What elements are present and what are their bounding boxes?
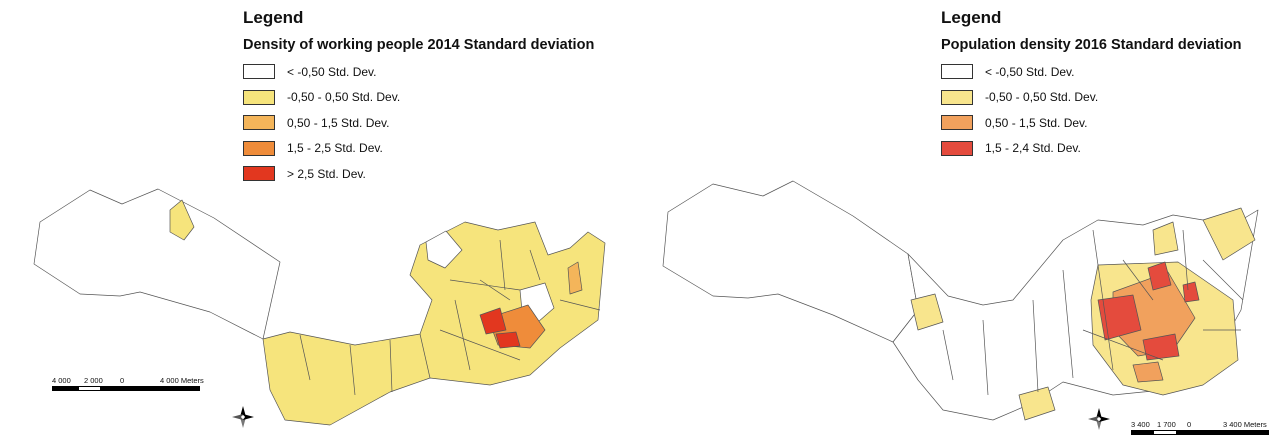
scale-tick-label: 4 000 Meters <box>160 376 204 385</box>
scale-bar-ticks: 4 000 2 000 0 4 000 Meters <box>52 376 204 386</box>
legend-item-label: < -0,50 Std. Dev. <box>985 64 1075 79</box>
legend-swatch <box>243 115 275 131</box>
district-northeast-yellow <box>1202 207 1256 261</box>
district-red-north <box>1147 261 1172 291</box>
scale-tick-label: 2 000 <box>84 376 103 385</box>
legend-item: 0,50 - 1,5 Std. Dev. <box>941 110 1242 136</box>
legend-item-label: 1,5 - 2,4 Std. Dev. <box>985 141 1081 156</box>
legend-item: 1,5 - 2,4 Std. Dev. <box>941 136 1242 162</box>
legend-item-label: 1,5 - 2,5 Std. Dev. <box>287 141 383 156</box>
district-orange-east <box>567 261 583 295</box>
legend-item: > 2,5 Std. Dev. <box>243 161 594 187</box>
scale-tick-label: 3 400 <box>1131 420 1150 429</box>
legend-item: -0,50 - 0,50 Std. Dev. <box>941 85 1242 111</box>
scale-bar-graphic <box>52 386 200 391</box>
legend-item-label: 0,50 - 1,5 Std. Dev. <box>985 115 1088 130</box>
legend-item-label: > 2,5 Std. Dev. <box>287 166 366 181</box>
scale-tick-label: 1 700 <box>1157 420 1176 429</box>
legend-item: 0,50 - 1,5 Std. Dev. <box>243 110 594 136</box>
district-red-west <box>1097 294 1142 341</box>
legend-item-label: < -0,50 Std. Dev. <box>287 64 377 79</box>
legend-swatch <box>243 89 275 105</box>
district-boundaries <box>299 239 601 396</box>
legend-item: < -0,50 Std. Dev. <box>243 59 594 85</box>
scale-tick-label: 0 <box>120 376 125 385</box>
district-west-harbour <box>33 188 281 340</box>
legend-item: -0,50 - 0,50 Std. Dev. <box>243 85 594 111</box>
scale-tick-label: 4 000 <box>52 376 71 385</box>
district-red-east <box>1182 281 1200 303</box>
legend-swatch <box>243 140 275 156</box>
choropleth-map-working-density <box>33 188 606 426</box>
legend-swatch <box>941 64 973 80</box>
legend-swatch <box>941 115 973 131</box>
district-west-harbour <box>662 180 919 343</box>
scale-bar: 4 000 2 000 0 4 000 Meters <box>52 376 204 391</box>
district-red-core <box>479 307 507 335</box>
district-main-yellow <box>262 221 606 426</box>
legend-swatch <box>243 64 275 80</box>
map-panel-working-density: Legend Density of working people 2014 St… <box>33 8 606 428</box>
scale-bar: 3 400 1 700 0 3 400 Meters <box>1131 420 1281 435</box>
legend-heading: Legend <box>941 8 1002 27</box>
legend-swatch <box>941 140 973 156</box>
legend-swatch <box>243 166 275 182</box>
district-north-yellow <box>169 199 195 241</box>
scale-tick-label: 0 <box>1187 420 1192 429</box>
legend-heading: Legend <box>243 8 304 27</box>
district-north-enclave <box>425 230 463 269</box>
district-red-south <box>495 331 521 349</box>
north-arrow-icon <box>232 406 254 428</box>
legend-title: Population density 2016 Standard deviati… <box>941 37 1242 53</box>
legend-item-label: 0,50 - 1,5 Std. Dev. <box>287 115 390 130</box>
map-panel-population-density: Legend Population density 2016 Standard … <box>643 0 1286 440</box>
legend-swatch <box>941 89 973 105</box>
legend-title: Density of working people 2014 Standard … <box>243 37 595 53</box>
legend-item-label: -0,50 - 0,50 Std. Dev. <box>287 90 401 105</box>
choropleth-map-population-density <box>662 180 1259 421</box>
district-north-yellow <box>1152 221 1179 256</box>
scale-bar-graphic <box>1131 430 1269 435</box>
legend-item: 1,5 - 2,5 Std. Dev. <box>243 136 594 162</box>
district-west-yellow <box>910 293 944 331</box>
north-arrow-icon <box>1088 408 1110 430</box>
scale-bar-ticks: 3 400 1 700 0 3 400 Meters <box>1131 420 1281 430</box>
legend-item: < -0,50 Std. Dev. <box>941 59 1242 85</box>
district-boundaries <box>942 229 1244 396</box>
district-south-yellow <box>1018 386 1056 421</box>
legend-working-density: Legend Density of working people 2014 St… <box>243 8 594 187</box>
district-orange-south <box>1132 361 1164 383</box>
legend-item-label: -0,50 - 0,50 Std. Dev. <box>985 90 1099 105</box>
legend-population-density: Legend Population density 2016 Standard … <box>941 8 1242 161</box>
scale-tick-label: 3 400 Meters <box>1223 420 1267 429</box>
